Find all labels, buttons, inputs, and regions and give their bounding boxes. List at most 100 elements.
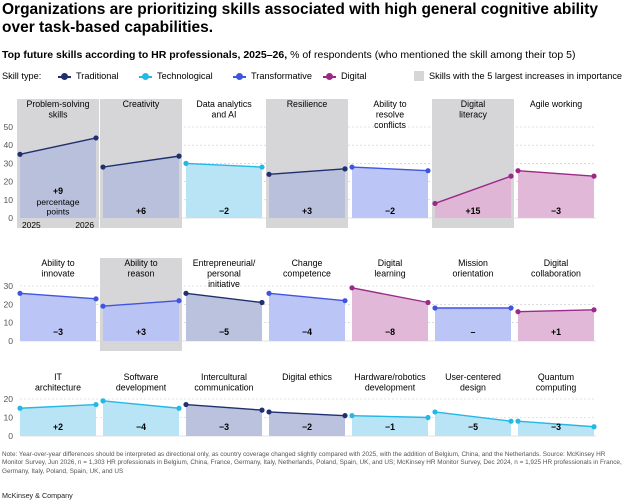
skill-label: innovate (41, 269, 74, 279)
data-point-2025 (17, 290, 23, 296)
data-point-2025 (515, 418, 521, 424)
skill-label: learning (374, 269, 405, 279)
series-line (185, 403, 263, 411)
change-label: +2 (53, 422, 63, 432)
change-label: −4 (302, 327, 312, 337)
skill-label: orientation (452, 269, 493, 279)
skill-label: User-centered (445, 372, 501, 382)
skill-label: computing (536, 383, 577, 393)
data-point-2026 (425, 299, 431, 306)
change-label: −4 (136, 422, 146, 432)
area-fill (103, 400, 179, 436)
area-fill (269, 168, 345, 218)
y-tick-label: 20 (3, 394, 13, 404)
skill-label: Software (124, 372, 159, 382)
y-tick-label: 0 (8, 431, 13, 441)
y-tick-label: 40 (3, 140, 13, 150)
data-point-2026 (259, 407, 265, 413)
chart-subtitle: Top future skills according to HR profes… (2, 49, 575, 61)
series-line (351, 414, 429, 419)
skill-label: Digital ethics (282, 372, 332, 382)
data-point-2025 (515, 309, 521, 315)
data-point-2026 (342, 166, 348, 172)
area-fill (269, 293, 345, 341)
area-fill (103, 300, 179, 341)
data-point-2025 (100, 303, 106, 309)
change-label: – (471, 327, 476, 337)
data-point-2026 (591, 173, 597, 179)
series-line (102, 299, 180, 307)
skill-label: Mission (458, 258, 488, 268)
skill-label: IT (54, 372, 62, 382)
series-line (185, 162, 263, 168)
change-label: −3 (219, 422, 229, 432)
change-label: +3 (302, 206, 312, 216)
change-unit-label: percentage (36, 197, 79, 207)
area-fill (20, 293, 96, 341)
area-fill (186, 293, 262, 341)
legend-item-traditional: Traditional (58, 71, 119, 81)
data-point-2026 (176, 405, 182, 411)
data-point-2026 (93, 135, 99, 141)
data-point-2026 (508, 305, 514, 311)
y-tick-label: 50 (3, 122, 13, 132)
data-point-2026 (259, 164, 265, 170)
skill-label: competence (283, 269, 331, 279)
legend-dot-transformative (236, 73, 243, 80)
skill-label: Entrepreneurial/ (193, 258, 256, 268)
series-line (517, 420, 595, 428)
data-point-2025 (349, 164, 355, 170)
area-fill (186, 404, 262, 436)
data-point-2025 (100, 164, 106, 170)
data-point-2025 (183, 401, 189, 408)
series-line (434, 411, 512, 422)
skill-label: literacy (459, 110, 487, 120)
data-point-2025 (349, 285, 355, 291)
legend-dot-digital (326, 73, 333, 80)
skill-label: Digital (544, 258, 568, 268)
skill-label: development (116, 383, 167, 393)
data-point-2025 (17, 151, 23, 157)
change-label: −3 (53, 327, 63, 337)
skill-label: Data analytics (196, 99, 252, 109)
y-tick-label: 10 (3, 318, 13, 328)
chart-title: Top future skills according to HR profes… (2, 49, 288, 61)
data-point-2025 (349, 413, 355, 419)
data-point-2026 (591, 307, 597, 313)
area-fill (352, 287, 428, 341)
change-label: −5 (468, 422, 478, 432)
series-line (19, 137, 97, 155)
data-point-2025 (515, 168, 521, 174)
data-point-2026 (93, 296, 99, 302)
skill-label: resolve (376, 110, 404, 120)
skill-label: Agile working (530, 99, 582, 109)
skill-label: reason (128, 269, 155, 279)
change-label: −2 (302, 422, 312, 432)
data-point-2026 (176, 298, 182, 304)
data-point-2025 (183, 160, 189, 166)
skill-label: Hardware/robotics (354, 372, 426, 382)
skill-label: and AI (212, 110, 237, 120)
legend-item-digital: Digital (323, 71, 367, 81)
series-line (102, 155, 180, 168)
legend-label: Skill type: (2, 71, 42, 81)
chart-note: Note: Year-over-year differences should … (2, 451, 622, 475)
series-line (185, 292, 263, 304)
legend-highlight-swatch (414, 71, 424, 81)
skill-label: Ability to (124, 258, 157, 268)
series-line (517, 169, 595, 177)
data-point-2025 (266, 409, 272, 415)
change-label: −8 (385, 327, 395, 337)
area-fill (20, 404, 96, 436)
data-point-2026 (342, 413, 348, 419)
change-label: +15 (466, 206, 481, 216)
skill-label: Change (292, 258, 323, 268)
legend-dot-traditional (61, 73, 68, 80)
legend-item-technological: Technological (139, 71, 213, 81)
series-line (268, 168, 346, 176)
skill-label: Quantum (538, 372, 574, 382)
skill-label: communication (194, 383, 253, 393)
data-point-2026 (425, 168, 431, 174)
skill-label: Digital (378, 258, 402, 268)
